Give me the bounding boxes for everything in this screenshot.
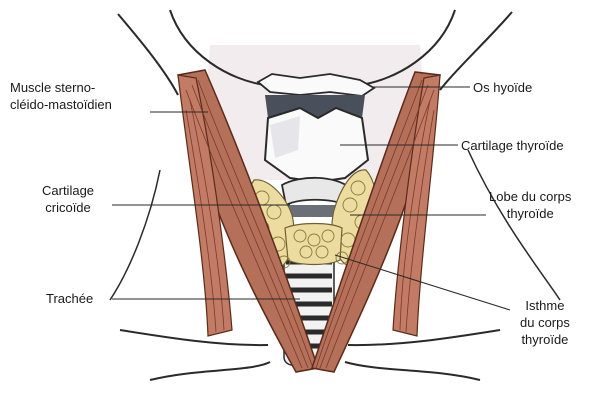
label-lobe-line2: thyroïde: [489, 205, 571, 222]
label-sternocleido-line2: cléido-mastoïdien: [10, 96, 112, 113]
shoulder-right: [348, 330, 500, 345]
neck-side-right: [468, 150, 560, 300]
label-cart-thyroide-line1: Cartilage thyroïde: [461, 137, 564, 154]
label-cart-cricoide-line1: Cartilage: [42, 182, 94, 199]
label-lobe-line1: Lobe du corps: [489, 188, 571, 205]
label-isthme-line2: du corps: [520, 314, 570, 331]
label-cart-cricoide: Cartilage cricoïde: [42, 182, 94, 216]
label-isthme-line1: Isthme: [520, 297, 570, 314]
label-sternocleido: Muscle sterno- cléido-mastoïdien: [10, 79, 112, 113]
label-sternocleido-line1: Muscle sterno-: [10, 79, 112, 96]
label-isthme-line3: thyroïde: [520, 331, 570, 348]
clavicle-right: [345, 362, 480, 380]
label-lobe: Lobe du corps thyroïde: [489, 188, 571, 222]
label-trachee: Trachée: [46, 290, 93, 307]
thyroid-isthmus: [285, 224, 342, 265]
label-isthme: Isthme du corps thyroïde: [520, 297, 570, 348]
label-cart-thyroide: Cartilage thyroïde: [461, 137, 564, 154]
label-os-hyoide-line1: Os hyoïde: [473, 79, 532, 96]
label-os-hyoide: Os hyoïde: [473, 79, 532, 96]
neck-outline-left: [118, 14, 178, 95]
clavicle-left: [150, 362, 270, 380]
shoulder-left: [120, 330, 268, 345]
label-cart-cricoide-line2: cricoïde: [42, 199, 94, 216]
label-trachee-line1: Trachée: [46, 290, 93, 307]
neck-side-left: [110, 170, 160, 300]
